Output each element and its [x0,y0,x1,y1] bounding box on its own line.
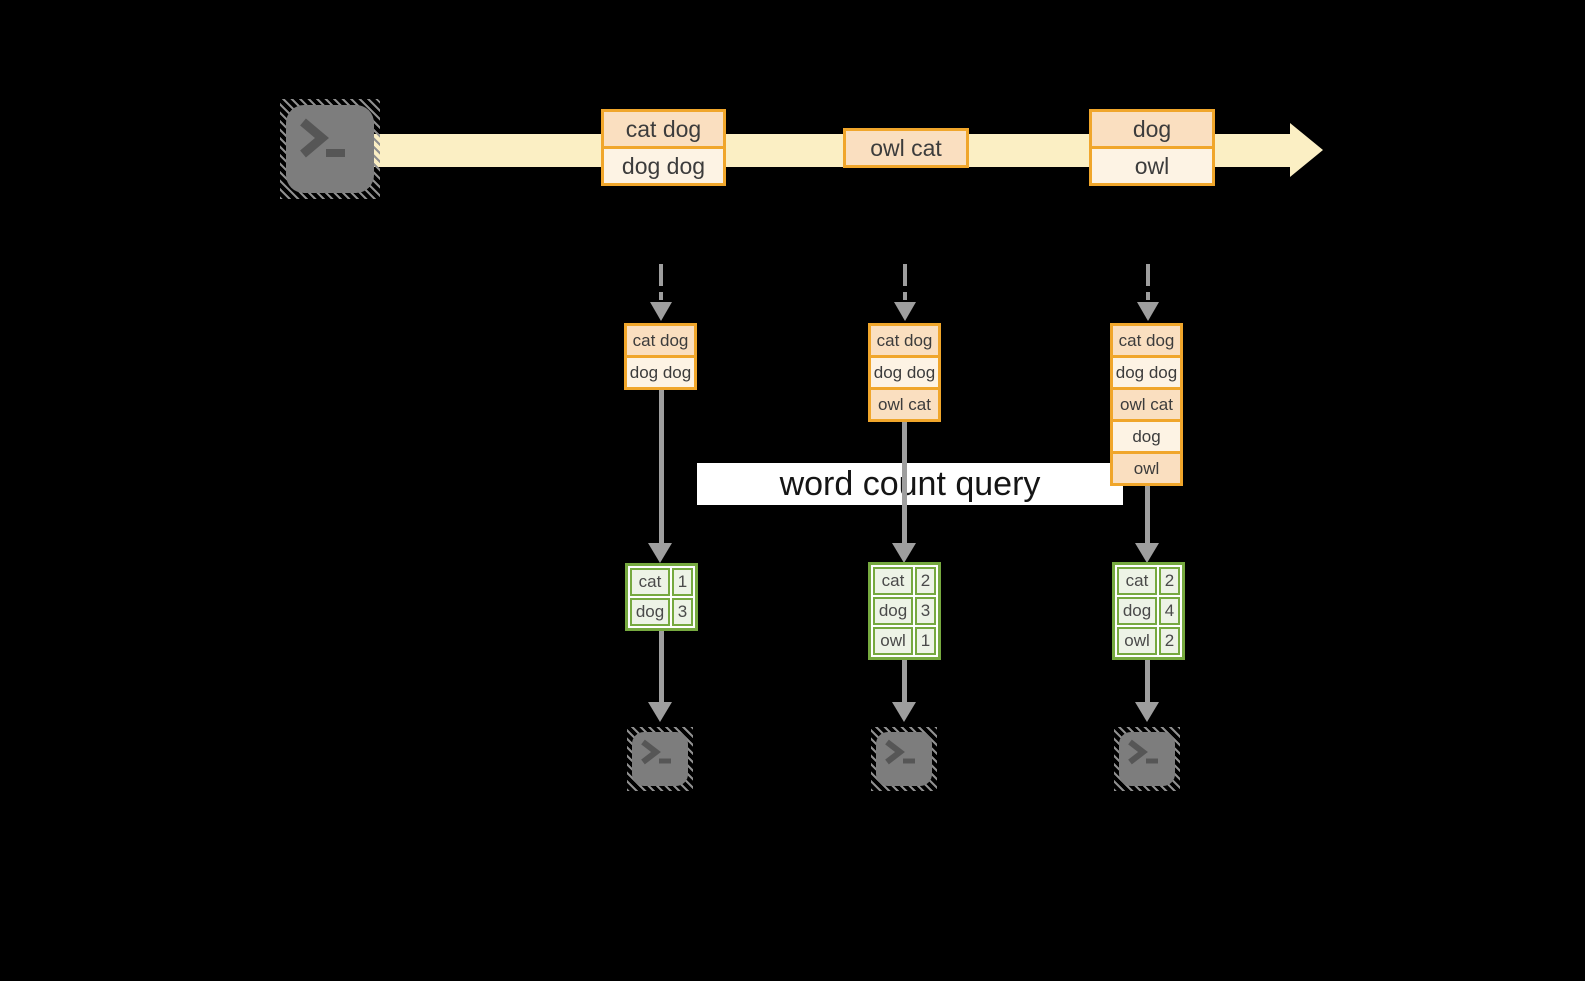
stream-message: dog owl [1089,109,1215,186]
stream-message-line: owl [1092,146,1212,183]
terminal-prompt-icon [885,739,915,765]
source-terminal-icon [280,99,380,199]
ingest-arrow-dash [658,292,663,300]
count-cell: 2 [1159,627,1180,655]
buffer-item: dog dog [627,355,694,387]
terminal-prompt-icon [641,739,671,765]
terminal-body [876,732,932,786]
terminal-body [286,105,374,193]
flow-line [1145,658,1150,703]
ingest-arrow-dash [902,264,907,286]
word-cell: cat [1117,567,1157,595]
count-cell: 1 [915,627,936,655]
stream-message: owl cat [843,128,969,168]
count-cell: 3 [915,597,936,625]
stream-message: cat dog dog dog [601,109,726,186]
word-cell: dog [630,598,670,626]
buffer-item: dog dog [1113,355,1180,387]
ingest-arrow-dash [658,264,663,286]
buffer-item: cat dog [627,326,694,355]
stream-arrowhead-icon [1290,123,1323,177]
ingest-arrowhead-icon [649,302,672,321]
stream-message-line: dog dog [604,146,723,183]
flow-line [1145,484,1150,545]
flow-line [658,388,664,545]
flow-arrowhead-icon [892,543,916,563]
buffer-item: owl [1113,451,1180,483]
ingest-arrowhead-icon [1136,302,1159,321]
word-count-table: cat 2 dog 3 owl 1 [868,562,941,660]
buffer-item: dog dog [871,355,938,387]
message-buffer: cat dog dog dog owl cat dog owl [1110,323,1183,486]
word-cell: cat [630,568,670,596]
flow-arrowhead-icon [892,702,916,722]
message-buffer: cat dog dog dog [624,323,697,390]
count-cell: 3 [672,598,693,626]
terminal-prompt-icon [1128,739,1158,765]
sink-terminal-icon [1114,727,1180,791]
buffer-item: dog [1113,419,1180,451]
sink-terminal-icon [871,727,937,791]
flow-line [902,658,907,703]
flow-arrowhead-icon [1135,543,1159,563]
sink-terminal-icon [627,727,693,791]
query-label-banner: word count query [697,463,1123,505]
terminal-body [1119,732,1175,786]
word-count-table: cat 2 dog 4 owl 2 [1112,562,1185,660]
stream-message-line: cat dog [604,112,723,146]
message-buffer: cat dog dog dog owl cat [868,323,941,422]
word-count-table: cat 1 dog 3 [625,563,698,631]
ingest-arrowhead-icon [893,302,916,321]
count-cell: 4 [1159,597,1180,625]
word-cell: dog [1117,597,1157,625]
buffer-item: owl cat [1113,387,1180,419]
word-cell: cat [873,567,913,595]
word-cell: dog [873,597,913,625]
count-cell: 2 [1159,567,1180,595]
ingest-arrow-dash [1145,264,1150,286]
stream-message-line: dog [1092,112,1212,146]
word-cell: owl [873,627,913,655]
flow-line [902,420,907,545]
flow-line [658,629,664,703]
flow-arrowhead-icon [1135,702,1159,722]
terminal-prompt-icon [300,118,345,158]
word-cell: owl [1117,627,1157,655]
terminal-body [632,732,688,786]
ingest-arrow-dash [1145,292,1150,300]
buffer-item: cat dog [1113,326,1180,355]
count-cell: 1 [672,568,693,596]
ingest-arrow-dash [902,292,907,300]
stream-message-line: owl cat [846,131,966,165]
query-label: word count query [779,464,1041,503]
flow-arrowhead-icon [648,702,672,722]
count-cell: 2 [915,567,936,595]
buffer-item: owl cat [871,387,938,419]
buffer-item: cat dog [871,326,938,355]
flow-arrowhead-icon [648,543,672,563]
